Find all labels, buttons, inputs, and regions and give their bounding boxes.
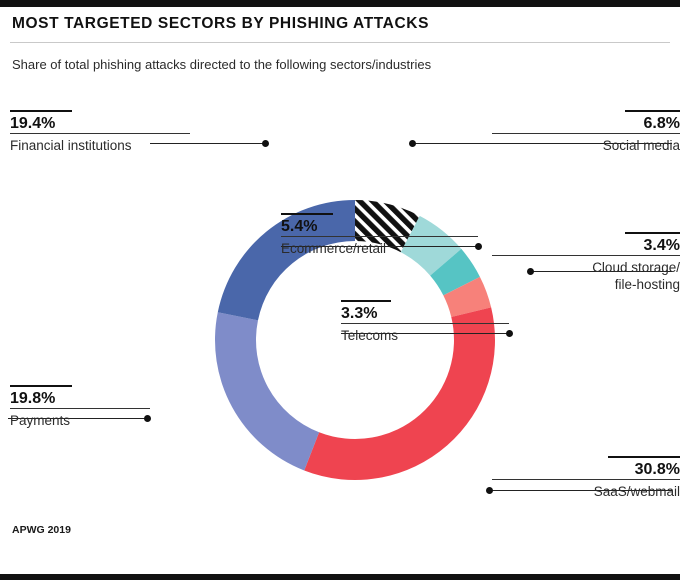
donut-slice: [400, 215, 462, 276]
donut-slice: [217, 200, 355, 321]
callout-label-line1: Cloud storage/: [592, 260, 680, 276]
callout-percentage: 30.8%: [634, 461, 680, 478]
callout-cap-rule: [608, 456, 680, 458]
callout-base-rule: [281, 236, 478, 238]
leader-line-cloud: [530, 271, 672, 272]
donut-slice: [214, 312, 320, 471]
callout-label-line2: file-hosting: [614, 277, 680, 293]
callout-cap-rule: [625, 232, 680, 234]
callout-cap-rule: [281, 213, 333, 215]
bottom-border-rule: [0, 574, 680, 580]
callout-cap-rule: [625, 110, 680, 112]
leader-dot-payments: [144, 415, 151, 422]
callout-percentage: 19.4%: [10, 115, 56, 132]
source-note: APWG 2019: [12, 524, 71, 536]
leader-dot-cloud: [527, 268, 534, 275]
donut-slices: [214, 200, 496, 480]
callout-cloud-storage: 3.4% Cloud storage/ file-hosting: [492, 232, 680, 294]
leader-dot-ecommerce: [475, 243, 482, 250]
top-border-rule: [0, 0, 680, 7]
donut-chart: [214, 200, 496, 480]
callout-cap-rule: [341, 300, 391, 302]
callout-ecommerce-retail: 5.4% Ecommerce/retail: [281, 213, 478, 258]
callout-percentage: 3.4%: [643, 237, 680, 254]
donut-slice: [430, 248, 480, 296]
callout-financial-institutions: 19.4% Financial institutions: [10, 110, 190, 155]
callout-payments: 19.8% Payments: [10, 385, 150, 430]
callout-percentage: 6.8%: [643, 115, 680, 132]
callout-base-rule: [10, 408, 150, 410]
donut-slice: [355, 200, 420, 253]
callout-cap-rule: [10, 110, 72, 112]
leader-dot-social: [409, 140, 416, 147]
callout-social-media: 6.8% Social media: [492, 110, 680, 155]
leader-dot-financial: [262, 140, 269, 147]
callout-base-rule: [492, 255, 680, 257]
callout-percentage: 5.4%: [281, 218, 318, 235]
callout-percentage: 3.3%: [341, 305, 378, 322]
callout-base-rule: [492, 133, 680, 135]
donut-slice: [443, 276, 492, 317]
leader-line-telecoms: [341, 333, 509, 334]
callout-telecoms: 3.3% Telecoms: [341, 300, 509, 345]
donut-slice: [304, 307, 496, 480]
title-divider: [10, 42, 670, 43]
leader-line-social: [412, 143, 672, 144]
page-subtitle: Share of total phishing attacks directed…: [12, 57, 432, 72]
callout-label: Financial institutions: [10, 138, 132, 154]
callout-saas-webmail: 30.8% SaaS/webmail: [492, 456, 680, 501]
leader-line-ecommerce: [281, 246, 478, 247]
leader-dot-telecoms: [506, 330, 513, 337]
callout-base-rule: [10, 133, 190, 135]
leader-line-payments: [8, 418, 148, 419]
callout-label: Telecoms: [341, 328, 399, 344]
leader-line-financial: [150, 143, 266, 144]
callout-base-rule: [492, 479, 680, 481]
callout-cap-rule: [10, 385, 72, 387]
callout-label: Social media: [602, 138, 680, 154]
leader-dot-saas: [486, 487, 493, 494]
callout-percentage: 19.8%: [10, 390, 56, 407]
callout-label: Payments: [10, 413, 71, 429]
page-title: MOST TARGETED SECTORS BY PHISHING ATTACK…: [12, 15, 430, 32]
callout-label: Ecommerce/retail: [281, 241, 387, 257]
callout-label: SaaS/webmail: [593, 484, 680, 500]
leader-line-saas: [490, 490, 672, 491]
callout-base-rule: [341, 323, 509, 325]
